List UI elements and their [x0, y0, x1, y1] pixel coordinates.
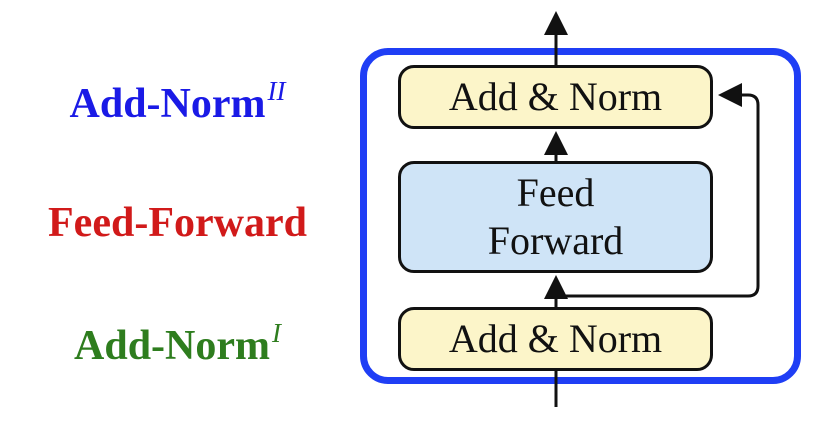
- label-add-norm-1-text: Add-Norm: [74, 323, 270, 369]
- label-add-norm-2: Add-NormII: [0, 78, 355, 127]
- label-add-norm-2-text: Add-Norm: [69, 81, 266, 127]
- label-feed-forward-text: Feed-Forward: [48, 200, 307, 246]
- label-add-norm-2-superscript: II: [267, 76, 286, 106]
- label-add-norm-1: Add-NormI: [0, 320, 355, 369]
- label-feed-forward: Feed-Forward: [0, 202, 355, 244]
- feed-forward-label-line1: Feed: [516, 170, 595, 215]
- add-norm-box-top: Add & Norm: [398, 65, 713, 129]
- add-norm-box-bottom: Add & Norm: [398, 307, 713, 371]
- add-norm-bottom-label: Add & Norm: [448, 316, 663, 361]
- add-norm-top-label: Add & Norm: [448, 74, 663, 119]
- label-add-norm-1-superscript: I: [272, 318, 281, 348]
- block-frame: [360, 48, 801, 384]
- feed-forward-box: Feed Forward: [398, 161, 713, 273]
- feed-forward-label-line2: Forward: [487, 218, 624, 263]
